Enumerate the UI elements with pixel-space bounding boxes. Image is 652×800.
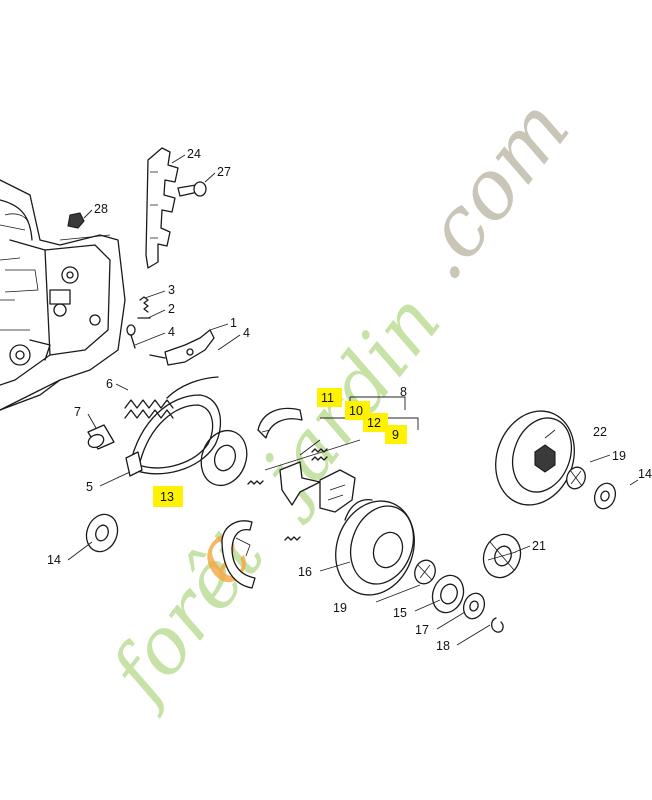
clutch-shoe-upper <box>257 407 303 439</box>
part-label-4-right: 4 <box>243 326 250 340</box>
part-label-3: 3 <box>168 283 175 297</box>
screw-27-part <box>177 181 207 197</box>
highlight-box-13 <box>153 486 183 507</box>
part-label-21: 21 <box>532 539 546 553</box>
pin-part <box>126 324 136 349</box>
needle-bearing-19b <box>566 466 586 490</box>
highlight-box-12 <box>363 413 388 432</box>
part-label-14-left: 14 <box>47 553 61 567</box>
nut-28-part <box>67 212 85 229</box>
clutch-spring-lower <box>247 480 301 541</box>
washer-14b-part <box>593 482 617 510</box>
part-label-18: 18 <box>436 639 450 653</box>
highlight-label-12: 12 <box>367 416 381 430</box>
clutch-drum-22-part <box>495 410 575 506</box>
part-label-4-left: 4 <box>168 325 175 339</box>
part-label-5: 5 <box>86 480 93 494</box>
part-label-16: 16 <box>298 565 312 579</box>
clutch-shoe-lower <box>221 520 256 589</box>
chainsaw-housing <box>0 179 126 411</box>
washer-13-part <box>200 429 248 487</box>
small-spring-part <box>137 296 151 319</box>
e-clip-part <box>490 617 504 633</box>
sleeve-part <box>87 424 115 450</box>
highlight-boxes <box>153 388 407 507</box>
part-labels: 24 27 28 3 2 4 1 4 6 7 5 8 14 16 19 15 1… <box>47 147 652 653</box>
part-label-7: 7 <box>74 405 81 419</box>
highlight-label-13: 13 <box>160 490 174 504</box>
part-label-6: 6 <box>106 377 113 391</box>
part-label-19-lower: 19 <box>333 601 347 615</box>
highlight-label-10: 10 <box>349 404 363 418</box>
brake-band-part <box>125 394 222 477</box>
part-label-28: 28 <box>94 202 108 216</box>
highlight-box-9 <box>385 425 407 444</box>
highlight-label-11: 11 <box>321 391 334 405</box>
part-label-2: 2 <box>168 302 175 316</box>
sprocket-21-part <box>482 533 522 579</box>
brake-spring-part <box>124 376 219 419</box>
part-label-14-right: 14 <box>638 467 652 481</box>
clutch-drum-part <box>335 499 415 596</box>
part-label-19-right: 19 <box>612 449 626 463</box>
part-label-1: 1 <box>230 316 237 330</box>
bumper-spike-part <box>145 147 179 269</box>
clutch-carrier <box>279 461 356 513</box>
watermark-grey-text: .com <box>391 82 588 297</box>
part-label-15: 15 <box>393 606 407 620</box>
part-label-22: 22 <box>593 425 607 439</box>
part-label-8: 8 <box>400 385 407 399</box>
lever-part <box>149 329 215 366</box>
rim-sprocket-part <box>431 574 465 614</box>
highlight-label-9: 9 <box>392 428 399 442</box>
part-label-24: 24 <box>187 147 201 161</box>
part-label-27: 27 <box>217 165 231 179</box>
needle-bearing-19a <box>414 559 436 585</box>
washer-14-part <box>85 513 119 553</box>
part-label-17: 17 <box>415 623 429 637</box>
washer-17-part <box>462 592 486 620</box>
highlight-box-11 <box>317 388 342 407</box>
